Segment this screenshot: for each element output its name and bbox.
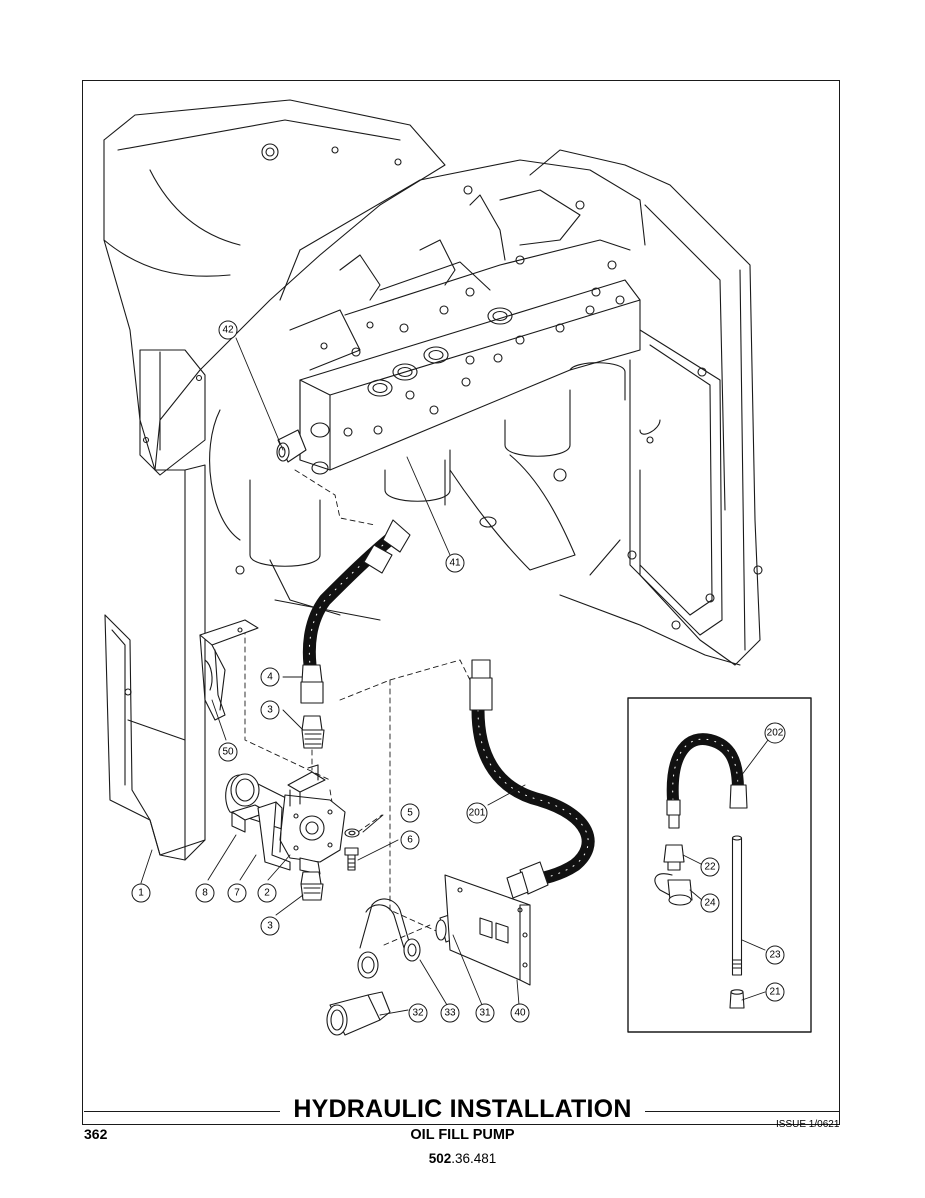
washer-5 <box>344 828 360 838</box>
hose-assembly-4 <box>300 519 411 704</box>
diagram-frame <box>82 80 840 1125</box>
callout-label: 21 <box>769 987 781 998</box>
bracket-7 <box>257 801 291 871</box>
hose-assembly-202 <box>666 733 748 829</box>
callout-21 <box>765 982 785 1002</box>
callout-label: 6 <box>407 835 413 846</box>
oil-fill-pump-2 <box>225 773 346 875</box>
callout-3-upper <box>260 700 280 720</box>
callout-1 <box>131 883 151 903</box>
callout-label: 41 <box>449 558 461 569</box>
access-door-panel <box>529 149 763 666</box>
callout-201 <box>466 802 488 824</box>
callout-circles <box>131 320 786 1023</box>
callout-label: 23 <box>769 950 781 961</box>
cap-21 <box>729 989 745 1009</box>
callout-3-lower <box>260 916 280 936</box>
enclosure-housing <box>103 99 446 861</box>
dust-cap-24 <box>654 873 693 906</box>
callout-label: 33 <box>444 1008 456 1019</box>
part-number: 502.36.481 <box>260 1151 665 1166</box>
callout-33 <box>440 1003 460 1023</box>
callout-6 <box>400 830 420 850</box>
hose-assembly-201 <box>469 659 595 899</box>
o-ring-33 <box>403 938 421 962</box>
callout-label: 8 <box>202 888 208 899</box>
callout-label: 202 <box>767 728 784 739</box>
tube-23 <box>731 835 743 976</box>
callout-label: 31 <box>479 1008 491 1019</box>
callout-label: 50 <box>222 747 234 758</box>
callout-4 <box>260 667 280 687</box>
callout-41 <box>445 553 465 573</box>
dust-cap-32 <box>326 991 391 1036</box>
callout-31 <box>475 1003 495 1023</box>
callout-label: 7 <box>234 888 240 899</box>
mounting-plate-40 <box>444 874 531 986</box>
callout-label: 3 <box>267 705 273 716</box>
adapter-3-lower <box>300 871 324 901</box>
issue-label: ISSUE 1/0621 <box>776 1119 840 1130</box>
callout-8 <box>195 883 215 903</box>
callout-202 <box>764 722 786 744</box>
callout-label: 24 <box>704 898 716 909</box>
callout-leaders <box>140 337 769 1016</box>
callout-label: 4 <box>267 672 273 683</box>
callout-label: 42 <box>222 325 234 336</box>
coupler-22 <box>663 844 685 871</box>
callout-40 <box>510 1003 530 1023</box>
part-number-suffix: .36.481 <box>451 1151 497 1166</box>
callout-label: 32 <box>412 1008 424 1019</box>
assembly-leader-lines <box>244 469 471 946</box>
callout-label: 2 <box>264 888 270 899</box>
title-rule-right <box>645 1111 840 1112</box>
callout-label: 5 <box>407 808 413 819</box>
callout-22 <box>700 857 720 877</box>
page-subtitle: OIL FILL PUMP <box>410 1127 515 1143</box>
callout-42 <box>218 320 238 340</box>
callout-2 <box>257 883 277 903</box>
adapter-3-upper <box>301 715 325 749</box>
callout-24 <box>700 893 720 913</box>
page-title: HYDRAULIC INSTALLATION <box>293 1095 632 1123</box>
fitting-42 <box>276 429 307 463</box>
callout-7 <box>227 883 247 903</box>
page-number: 362 <box>84 1126 108 1142</box>
bolt-6 <box>344 847 359 871</box>
callout-5 <box>400 803 420 823</box>
bracket-top <box>287 764 326 807</box>
part-number-prefix: 502 <box>428 1151 452 1166</box>
callout-23 <box>765 945 785 965</box>
callout-label: 201 <box>469 808 486 819</box>
callout-label: 1 <box>138 888 144 899</box>
title-rule-left <box>84 1111 280 1112</box>
title-block: HYDRAULIC INSTALLATION OIL FILL PUMP 502… <box>0 1092 925 1172</box>
callout-label: 3 <box>267 921 273 932</box>
callout-32 <box>408 1003 428 1023</box>
callout-label: 40 <box>514 1008 526 1019</box>
dust-cap-lanyard <box>357 898 411 979</box>
callout-50 <box>218 742 238 762</box>
valve-manifold-block <box>209 143 646 621</box>
inset-panel <box>627 697 812 1033</box>
callout-labels: 42 41 4 3 50 5 6 1 8 7 2 3 201 33 32 31 … <box>138 325 784 1019</box>
bracket-50 <box>199 619 259 721</box>
callout-label: 22 <box>704 862 716 873</box>
